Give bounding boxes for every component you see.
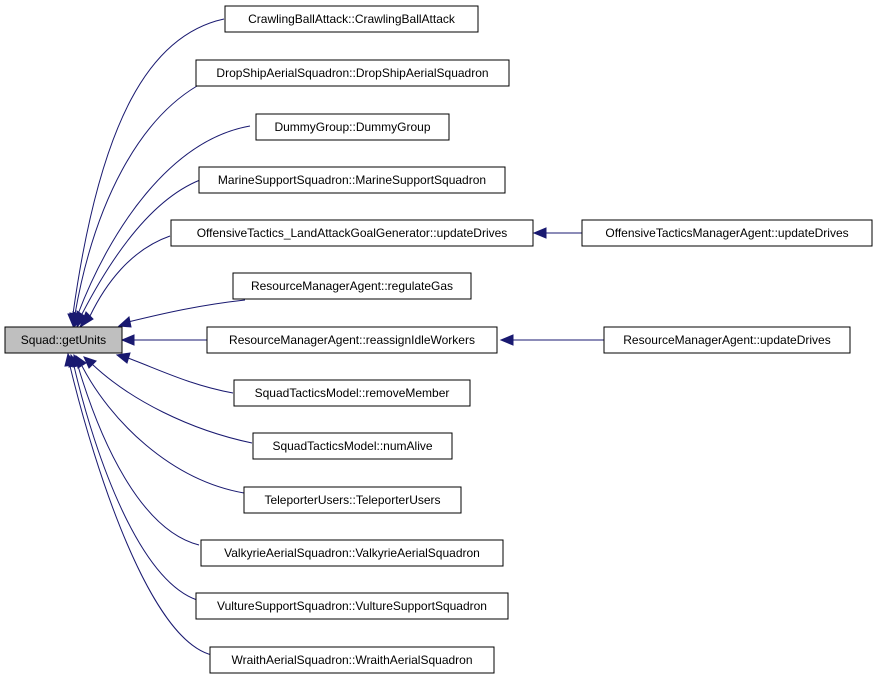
arrowhead-offensivetacticsmanageragent [532, 227, 547, 239]
edge-teleporterusers [81, 365, 245, 494]
caller-node-dropshipaerialsquadron[interactable]: DropShipAerialSquadron::DropShipAerialSq… [195, 59, 510, 87]
arrowhead-regulategas [117, 316, 132, 328]
caller-node-label: VultureSupportSquadron::VultureSupportSq… [217, 599, 487, 613]
arrowhead-landattackgoalgenerator [78, 311, 94, 329]
edge-regulategas [127, 299, 246, 323]
edge-dummygroup [77, 125, 251, 315]
caller-node-numalive[interactable]: SquadTacticsModel::numAlive [252, 432, 453, 460]
edge-marinesupportsquadron [81, 179, 201, 315]
caller-node-reassignidleworkers[interactable]: ResourceManagerAgent::reassignIdleWorker… [206, 326, 498, 354]
caller-node-label: ResourceManagerAgent::regulateGas [251, 279, 453, 293]
arrowhead-removemember [115, 352, 131, 364]
caller-node-landattackgoalgenerator[interactable]: OffensiveTactics_LandAttackGoalGenerator… [170, 219, 534, 247]
caller-node-label: WraithAerialSquadron::WraithAerialSquadr… [231, 653, 472, 667]
second-level-node-resourcemanageragent[interactable]: ResourceManagerAgent::updateDrives [603, 326, 851, 354]
edge-dropshipaerialsquadron [74, 85, 198, 315]
caller-node-dummygroup[interactable]: DummyGroup::DummyGroup [255, 113, 450, 141]
caller-node-crawlingballattack[interactable]: CrawlingBallAttack::CrawlingBallAttack [224, 5, 479, 33]
arrowhead-reassignidleworkers [120, 334, 135, 346]
edge-numalive [91, 363, 253, 444]
caller-node-wraithaerialsquadron[interactable]: WraithAerialSquadron::WraithAerialSquadr… [209, 646, 495, 674]
second-level-node-label: ResourceManagerAgent::updateDrives [623, 333, 830, 347]
caller-node-regulategas[interactable]: ResourceManagerAgent::regulateGas [232, 272, 472, 300]
edge-valkyrieaerialsquadron [77, 365, 200, 546]
caller-node-marinesupportsquadron[interactable]: MarineSupportSquadron::MarineSupportSqua… [198, 166, 506, 194]
root-node-label: Squad::getUnits [21, 333, 106, 347]
edge-wraithaerialsquadron [69, 365, 213, 656]
edge-crawlingballattack [72, 18, 225, 315]
caller-node-label: OffensiveTactics_LandAttackGoalGenerator… [197, 226, 508, 240]
arrowheads [64, 227, 547, 369]
caller-node-label: SquadTacticsModel::removeMember [255, 386, 450, 400]
root-node[interactable]: Squad::getUnits [4, 326, 123, 354]
caller-node-label: ValkyrieAerialSquadron::ValkyrieAerialSq… [224, 546, 480, 560]
caller-node-label: MarineSupportSquadron::MarineSupportSqua… [218, 173, 486, 187]
second-level-node-label: OffensiveTacticsManagerAgent::updateDriv… [605, 226, 848, 240]
caller-node-label: TeleporterUsers::TeleporterUsers [264, 493, 440, 507]
caller-node-vulturesupportsquadron[interactable]: VultureSupportSquadron::VultureSupportSq… [195, 592, 509, 620]
caller-node-label: DropShipAerialSquadron::DropShipAerialSq… [216, 66, 488, 80]
caller-node-label: SquadTacticsModel::numAlive [272, 439, 432, 453]
edge-landattackgoalgenerator [89, 235, 171, 317]
caller-node-teleporterusers[interactable]: TeleporterUsers::TeleporterUsers [243, 486, 462, 514]
arrowhead-resourcemanageragent-updatedrives [499, 334, 514, 346]
caller-node-removemember[interactable]: SquadTacticsModel::removeMember [233, 379, 471, 407]
arrowhead-numalive [83, 356, 97, 369]
caller-node-label: CrawlingBallAttack::CrawlingBallAttack [248, 12, 456, 26]
edges [69, 18, 604, 656]
caller-node-valkyrieaerialsquadron[interactable]: ValkyrieAerialSquadron::ValkyrieAerialSq… [200, 539, 504, 567]
edge-vulturesupportsquadron [73, 365, 198, 601]
second-level-node-offensivetacticsmanageragent[interactable]: OffensiveTacticsManagerAgent::updateDriv… [581, 219, 873, 247]
nodes: Squad::getUnits CrawlingBallAttack::Craw… [4, 5, 873, 674]
edge-removemember [127, 357, 234, 394]
arrowhead-wraithaerialsquadron [64, 352, 76, 367]
caller-node-label: DummyGroup::DummyGroup [274, 120, 430, 134]
caller-node-label: ResourceManagerAgent::reassignIdleWorker… [229, 333, 475, 347]
